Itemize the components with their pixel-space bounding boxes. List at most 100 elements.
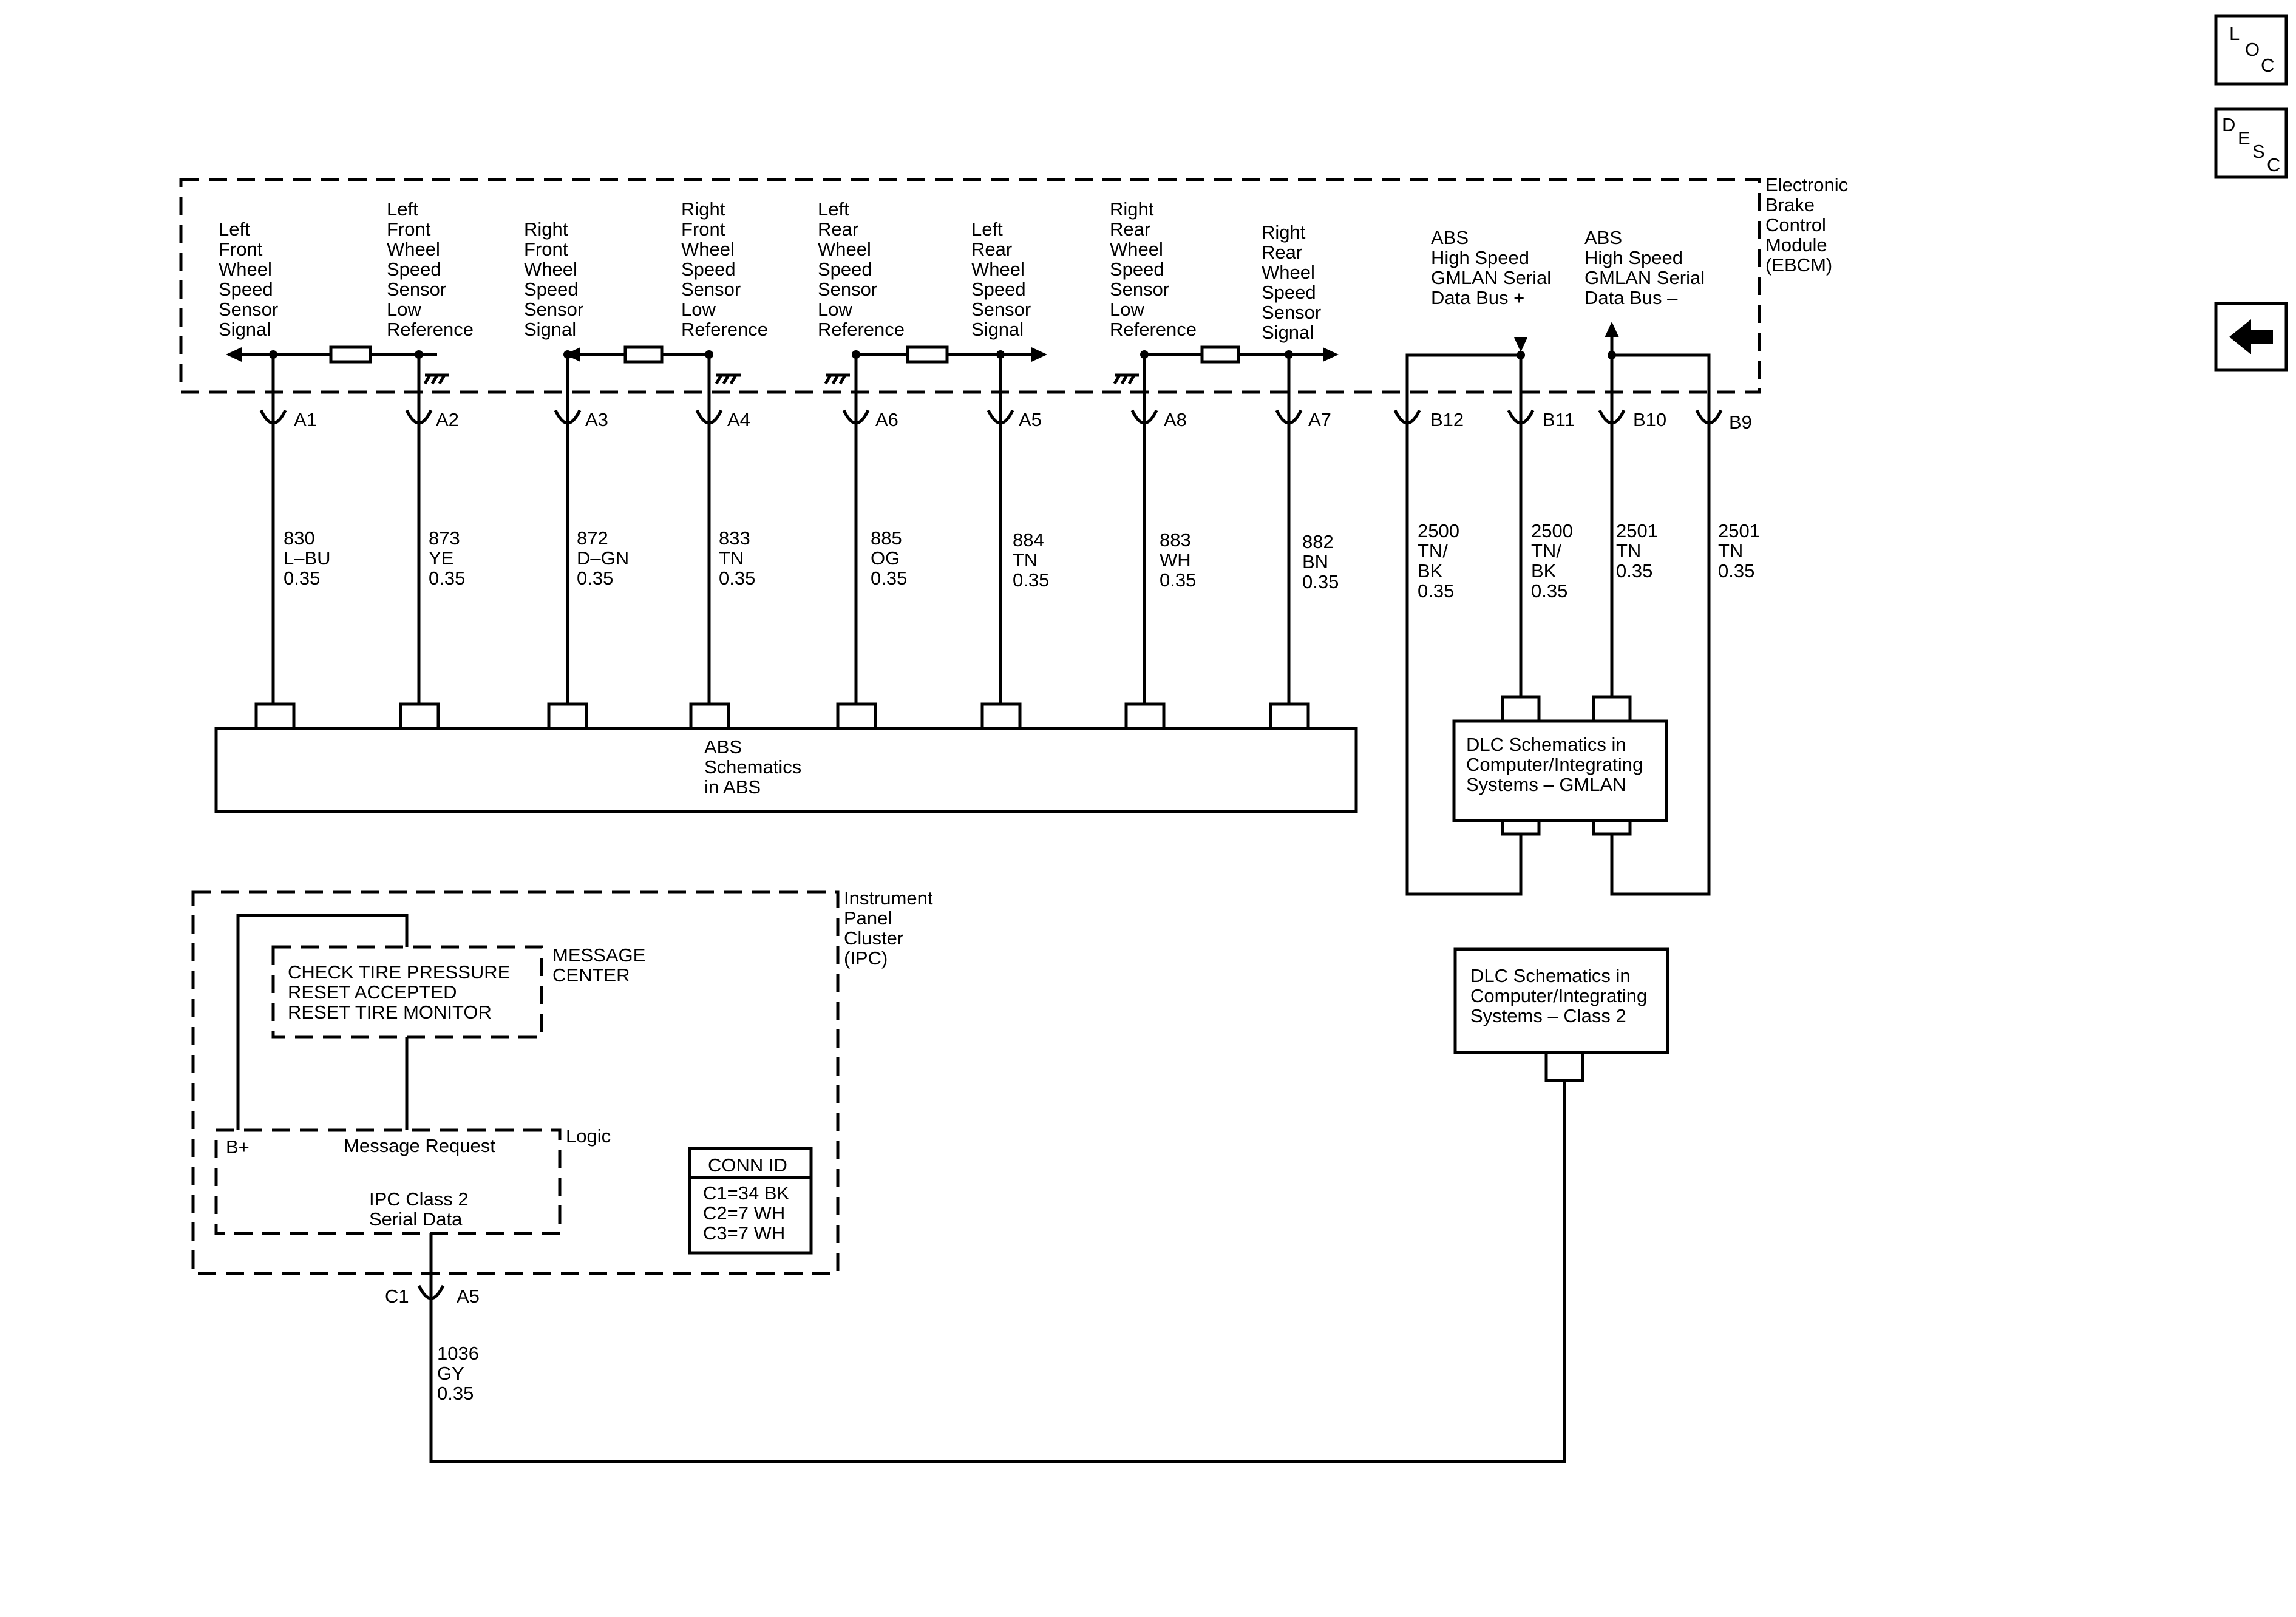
dlc-gmlan-line: DLC Schematics in: [1466, 734, 1626, 755]
svg-text:Left: Left: [971, 219, 1003, 240]
wire-gauge: 0.35: [1160, 569, 1196, 591]
wire-gauge: 0.35: [577, 568, 613, 589]
svg-text:Rear: Rear: [1110, 219, 1150, 240]
connector-pin-icon: [554, 409, 582, 425]
svg-text:Left: Left: [387, 198, 418, 220]
connector-pin-icon: [1598, 409, 1626, 425]
arrow-left-icon: [565, 347, 580, 362]
ebcm-module-box: [179, 178, 1761, 394]
ground-icon: [707, 354, 741, 385]
wire-circuit: 2500: [1418, 520, 1459, 541]
pin-label: A2: [436, 409, 459, 430]
message-check-tire-pressure: CHECK TIRE PRESSURE: [288, 961, 510, 983]
circuit-b12: B12 2500 TN/ BK 0.35: [1393, 392, 1523, 896]
svg-text:Sensor: Sensor: [818, 279, 877, 300]
wire-color-stripe: BK: [1531, 560, 1557, 581]
svg-text:Rear: Rear: [1262, 242, 1302, 263]
message-center-box: [271, 945, 543, 1039]
svg-text:ABS: ABS: [1431, 227, 1469, 248]
svg-text:Brake: Brake: [1765, 194, 1815, 215]
wire-color: TN/: [1418, 540, 1448, 561]
ipc-module-box: [191, 890, 840, 1275]
logic-label: Logic: [566, 1125, 611, 1147]
circuit-b11: B11 2500 TN/ BK 0.35: [1507, 355, 1575, 697]
abs-schematics-box[interactable]: ABS Schematics in ABS: [214, 702, 1358, 813]
dlc-class2-box[interactable]: DLC Schematics in Computer/Integrating S…: [1453, 947, 1669, 1082]
wire-circuit: 1036: [437, 1343, 479, 1364]
desc-letter-c: C: [2267, 154, 2280, 175]
loc-letter-l: L: [2229, 23, 2240, 44]
svg-text:Sensor: Sensor: [1110, 279, 1169, 300]
left-arrow-icon: [2229, 319, 2273, 354]
ebcm-label: Electronic Brake Control Module (EBCM): [1765, 174, 1848, 276]
logic-box: [214, 1128, 562, 1235]
connector-pin-icon: [1695, 409, 1723, 425]
message-request-label: Message Request: [344, 1135, 495, 1156]
circuit-a8: A8 883 WH 0.35: [1130, 382, 1196, 704]
wire-circuit: 883: [1160, 529, 1191, 551]
svg-text:Wheel: Wheel: [387, 239, 440, 260]
svg-text:Right: Right: [1262, 222, 1306, 243]
abs-box-line: in ABS: [704, 776, 761, 798]
dlc-gmlan-box[interactable]: DLC Schematics in Computer/Integrating S…: [1452, 695, 1668, 836]
ipc-internal-wiring: [236, 914, 409, 1130]
svg-text:Low: Low: [818, 299, 852, 320]
wire-gauge: 0.35: [1531, 580, 1567, 602]
abs-box-line: ABS: [704, 736, 742, 758]
connector-pin-icon: [1393, 409, 1421, 425]
wire-gauge: 0.35: [719, 568, 755, 589]
dlc-gmlan-line: Systems – GMLAN: [1466, 774, 1626, 795]
back-button[interactable]: [2214, 302, 2288, 372]
wire-color: TN: [1616, 540, 1641, 561]
signal-label-gmlan-minus: ABS High Speed GMLAN Serial Data Bus –: [1584, 227, 1705, 308]
svg-text:Wheel: Wheel: [219, 259, 272, 280]
message-center-messages: CHECK TIRE PRESSURE RESET ACCEPTED RESET…: [288, 961, 510, 1023]
wire-color: D–GN: [577, 547, 629, 569]
svg-text:Reference: Reference: [818, 319, 905, 340]
svg-text:Control: Control: [1765, 214, 1826, 236]
dlc-class2-line: DLC Schematics in: [1470, 965, 1631, 986]
svg-text:Speed: Speed: [387, 259, 441, 280]
svg-text:Panel: Panel: [844, 907, 892, 929]
wire-gauge: 0.35: [1302, 571, 1339, 592]
svg-text:Data Bus –: Data Bus –: [1584, 287, 1678, 308]
wire-circuit: 2500: [1531, 520, 1573, 541]
svg-text:Front: Front: [387, 219, 431, 240]
connector-pin-icon: [1507, 409, 1535, 425]
wire-color: YE: [429, 547, 453, 569]
signal-label-lf-low-ref: Left Front Wheel Speed Sensor Low Refere…: [387, 198, 474, 340]
arrow-right-icon: [1323, 347, 1339, 362]
wire-circuit: 884: [1013, 529, 1044, 551]
svg-text:Speed: Speed: [681, 259, 736, 280]
circuit-a6: A6 885 OG 0.35: [842, 382, 907, 704]
circuit-ipc-c1-a5: C1 A5 1036 GY 0.35: [385, 1080, 1566, 1463]
svg-text:Sensor: Sensor: [524, 299, 583, 320]
wire-circuit: 872: [577, 527, 608, 549]
svg-text:Right: Right: [1110, 198, 1154, 220]
connector-label: C1: [385, 1286, 409, 1307]
desc-button[interactable]: D E S C: [2214, 107, 2288, 179]
signal-label-rr-signal: Right Rear Wheel Speed Sensor Signal: [1262, 222, 1321, 343]
svg-text:Wheel: Wheel: [1110, 239, 1163, 260]
pin-label: B9: [1729, 412, 1752, 433]
loc-button[interactable]: L O C: [2214, 14, 2288, 86]
arrow-down-icon: [1514, 337, 1527, 352]
connector-pin-icon: [842, 409, 870, 425]
svg-text:Reference: Reference: [681, 319, 768, 340]
wire-circuit: 2501: [1718, 520, 1760, 541]
message-reset-accepted: RESET ACCEPTED: [288, 981, 457, 1003]
pin-label: A1: [294, 409, 317, 430]
svg-text:Electronic: Electronic: [1765, 174, 1848, 195]
abs-connector-tabs: [254, 702, 1310, 728]
pin-label: A5: [1019, 409, 1042, 430]
svg-text:Sensor: Sensor: [219, 299, 278, 320]
pin-label: A4: [727, 409, 750, 430]
svg-text:Sensor: Sensor: [387, 279, 446, 300]
svg-text:Sensor: Sensor: [1262, 302, 1321, 323]
signal-label-lf-signal: Left Front Wheel Speed Sensor Signal: [219, 219, 278, 340]
ground-icon: [1113, 354, 1146, 385]
arrow-right-icon: [1031, 347, 1047, 362]
conn-id-row: C2=7 WH: [703, 1202, 785, 1224]
circuit-a1: A1 830 L–BU 0.35: [259, 354, 331, 704]
b-plus-label: B+: [226, 1136, 250, 1158]
